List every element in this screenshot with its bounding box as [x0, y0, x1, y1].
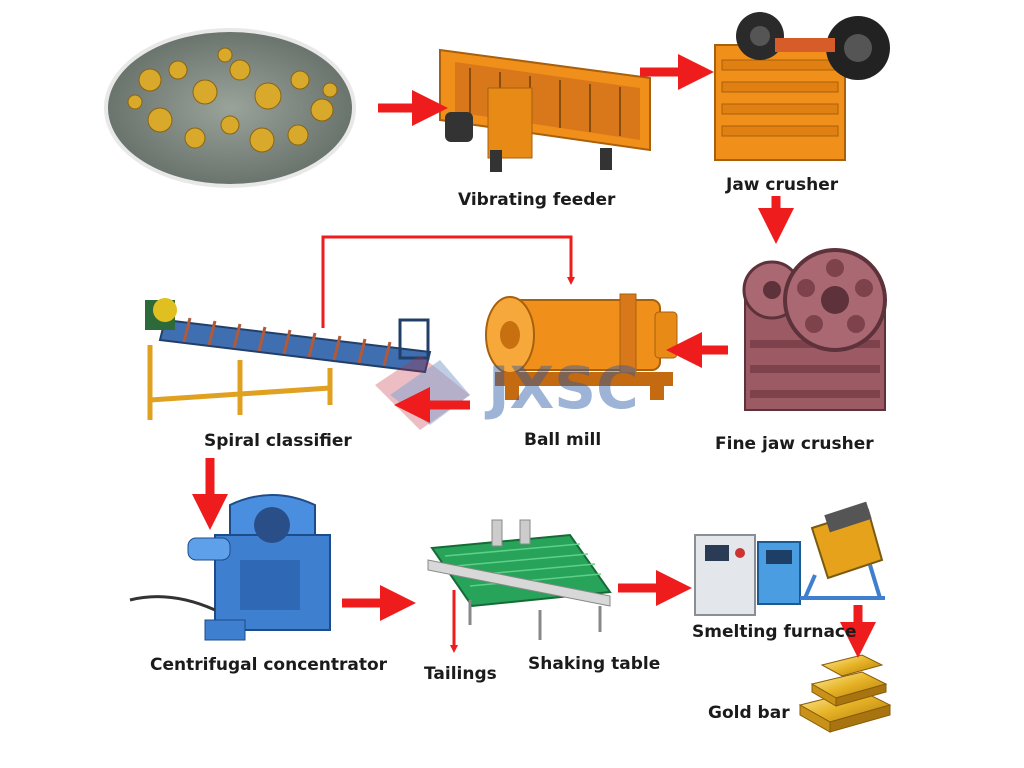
vibrating-feeder-machine — [439, 48, 651, 172]
gold-bar-image — [798, 654, 892, 733]
label-fine-jaw-crusher: Fine jaw crusher — [715, 434, 874, 454]
gold-ore-image — [104, 28, 356, 188]
ball-mill-machine — [485, 293, 678, 400]
shaking-table-machine — [427, 519, 612, 640]
label-spiral-classifier: Spiral classifier — [204, 431, 352, 451]
arrow-classifier-return-to-ball-mill — [321, 235, 575, 328]
label-gold-bar: Gold bar — [708, 703, 790, 723]
flow-arrows — [192, 54, 876, 658]
jaw-crusher-machine — [714, 12, 890, 161]
label-shaking-table: Shaking table — [528, 654, 661, 674]
label-smelting-furnace: Smelting furnace — [692, 622, 857, 642]
label-jaw-crusher: Jaw crusher — [726, 175, 839, 195]
label-vibrating-feeder: Vibrating feeder — [458, 190, 616, 210]
fine-jaw-crusher-machine — [742, 248, 887, 411]
centrifugal-concentrator-machine — [129, 494, 331, 641]
smelting-furnace-machine — [694, 501, 885, 616]
watermark-text: JXSC — [484, 354, 639, 422]
label-tailings: Tailings — [424, 664, 497, 684]
spiral-classifier-machine — [145, 298, 432, 420]
label-centrifugal-concentrator: Centrifugal concentrator — [150, 655, 388, 675]
label-ball-mill: Ball mill — [524, 430, 602, 450]
